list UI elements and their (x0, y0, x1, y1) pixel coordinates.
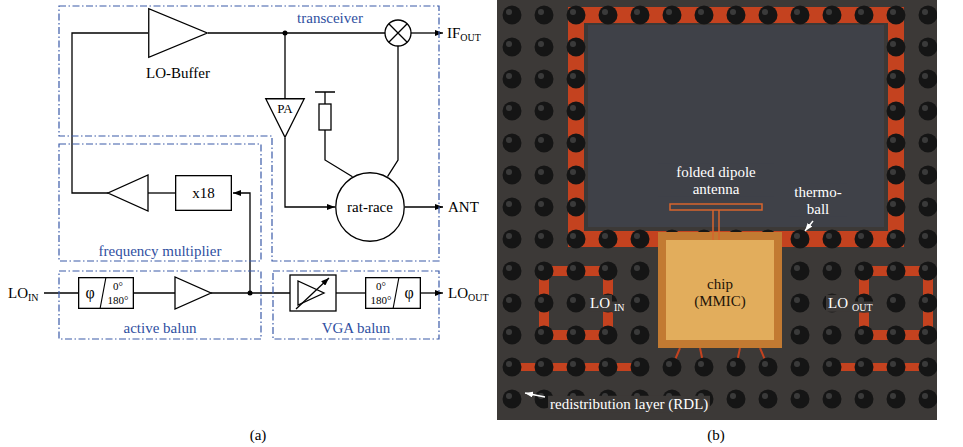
box-outline (366, 278, 421, 309)
node-outline (148, 8, 208, 58)
dashed-group-box: transceiverLO-BufferPArat-race (58, 5, 440, 262)
signal-subscript: IN (28, 292, 39, 303)
block-label: rat-race (347, 199, 393, 216)
group-label: active balun (124, 320, 197, 337)
pin-name: LO (826, 295, 850, 312)
signal-name: IF (447, 25, 460, 42)
dashed-outline (273, 271, 439, 339)
wire (405, 206, 443, 207)
triangle-outline (149, 9, 208, 58)
phase-label: φ (404, 284, 413, 302)
block-wires (44, 20, 443, 311)
dashed-outline (59, 6, 439, 261)
solder-balls (497, 0, 937, 420)
wire (72, 33, 148, 193)
signal-name: ANT (448, 199, 479, 216)
junction-dot (248, 291, 253, 296)
folded-dipole (670, 204, 762, 210)
dashed-group-box: active balun φ 0° 180° (58, 270, 262, 340)
power-amplifier: PA (265, 98, 305, 138)
signal-name: LO (8, 285, 28, 302)
triangle-outline (266, 99, 305, 138)
antenna-feed (713, 210, 719, 240)
group-label: VGA balun (322, 320, 391, 337)
signal-connector (285, 138, 335, 207)
phase-label: 0° (113, 280, 123, 292)
wire (388, 46, 399, 177)
panel-label: (a) (250, 427, 267, 444)
box-outline (79, 278, 134, 309)
dashed-group-box: VGA balun 0° 180° φ (272, 270, 440, 340)
chip-surface (666, 240, 774, 340)
rat-race-coupler: rat-race (335, 172, 405, 242)
phase-label: φ (85, 284, 94, 302)
dashed-outline (59, 144, 261, 261)
phase-label: 180° (371, 294, 392, 306)
wire (233, 193, 250, 293)
part-label: thermo- ball (789, 184, 847, 217)
amplifier-symbol (175, 277, 211, 309)
resistor-symbol (319, 104, 331, 130)
block-label: LO-Buffer (146, 65, 210, 82)
dashed-group-box: frequency multiplier x18 (58, 143, 262, 262)
wire (285, 32, 385, 33)
signal-name: LO (448, 285, 468, 302)
group-label: transceiver (297, 10, 363, 27)
wire (148, 192, 175, 193)
phase-label: 180° (108, 294, 129, 306)
wire (134, 292, 175, 293)
block-label: PA (277, 102, 292, 116)
group-label: frequency multiplier (99, 243, 222, 260)
part-label: folded dipole antenna (658, 164, 774, 197)
part-label: chip (MMIC) (688, 276, 752, 309)
divider-line (393, 277, 399, 309)
wire (336, 292, 365, 293)
phase-label: 0° (376, 280, 386, 292)
vga-arrow (296, 278, 329, 309)
divider-line (100, 277, 106, 309)
buffer-amplifier: LO-Buffer (148, 8, 208, 58)
node-outline (58, 5, 440, 262)
signal-subscript: OUT (468, 292, 489, 303)
mixer-symbol (385, 20, 411, 46)
resistor-wire (315, 92, 353, 177)
signal-subscript: OUT (460, 32, 481, 43)
multiplier-box: x18 (175, 175, 232, 211)
vga-amplifier (298, 281, 324, 305)
pin-subscript: IN (612, 302, 627, 313)
wire (411, 32, 443, 33)
wire (44, 292, 78, 293)
panel-label: (b) (707, 427, 725, 444)
leader-arrow (805, 221, 813, 231)
leader-arrow (525, 393, 545, 397)
wire (421, 292, 443, 293)
box-outline (176, 176, 232, 211)
phase-shifter: 0° 180° φ (365, 277, 421, 309)
package-photo (497, 0, 937, 420)
chip-die (658, 232, 782, 348)
dashed-outline (59, 271, 261, 339)
junction-dots (248, 31, 288, 296)
antenna-area (588, 25, 884, 227)
pin-subscript: OUT (850, 302, 875, 313)
pin-name: LO (588, 295, 612, 312)
photo-ground (497, 0, 937, 420)
signal-connector (208, 33, 285, 98)
block-label: x18 (192, 185, 215, 202)
part-label: redistribution layer (RDL) (548, 396, 710, 413)
phase-shifter: φ 0° 180° (78, 277, 134, 309)
circle-outline (336, 173, 405, 242)
amplifier-symbol (108, 175, 148, 211)
mixer-cross (389, 24, 407, 42)
vga-symbol (290, 275, 336, 311)
rdl-frame (576, 15, 896, 239)
